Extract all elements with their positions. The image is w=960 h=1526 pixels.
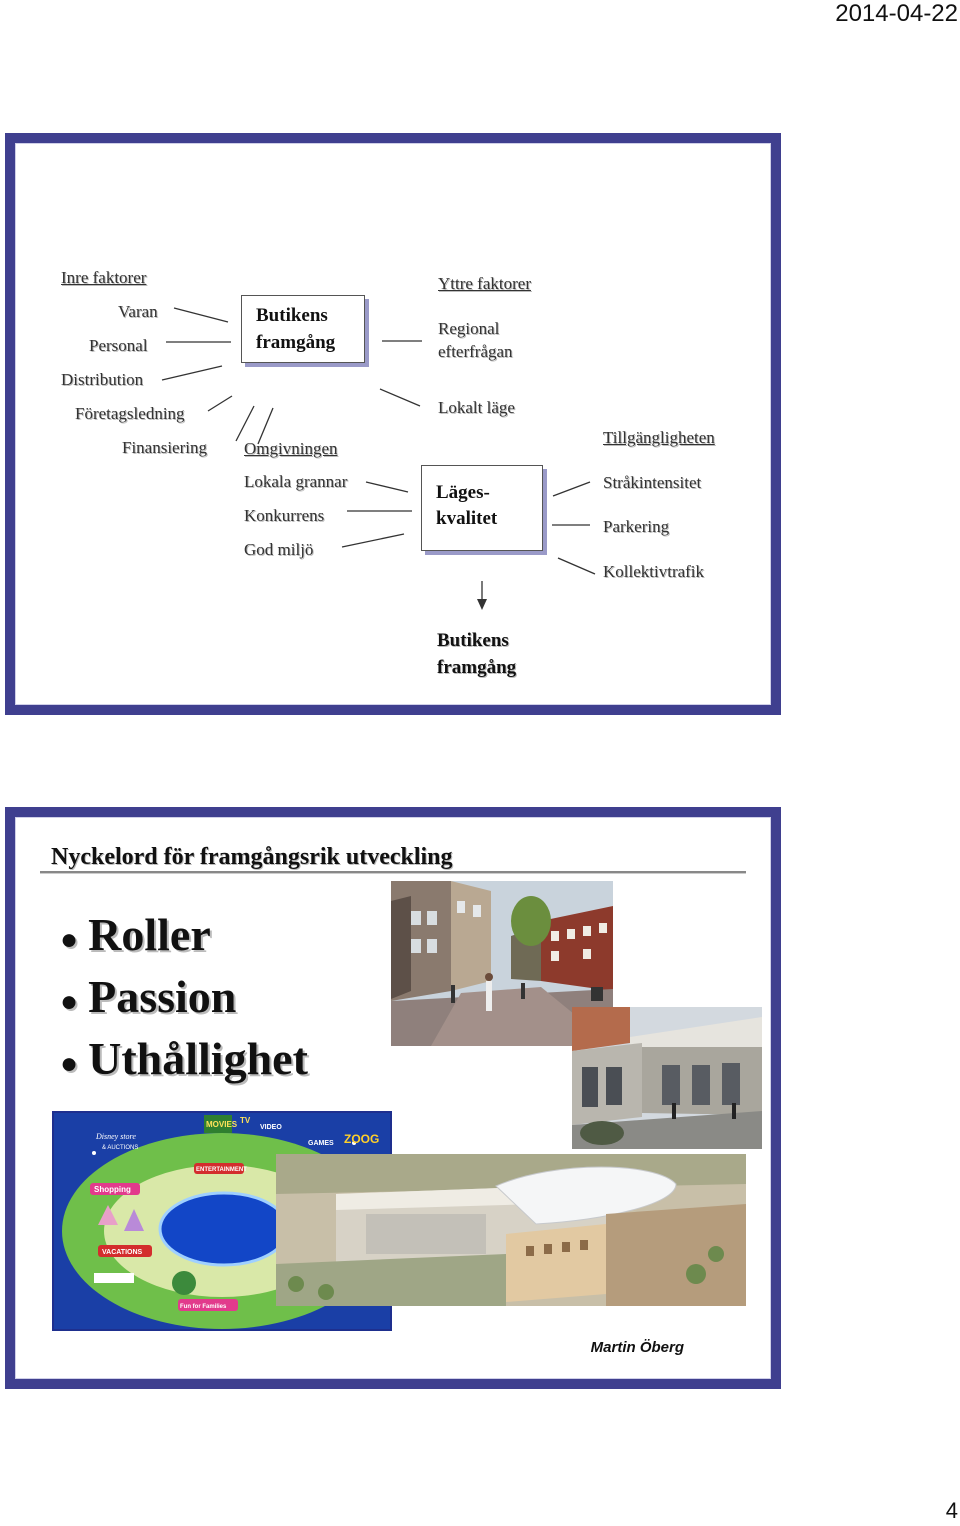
bullet-icon: ● <box>60 923 78 956</box>
map-label-entertainment: ENTERTAINMENT <box>196 1167 247 1173</box>
slide-keywords-canvas: Nyckelord för framgångsrik utveckling ● R… <box>15 817 771 1379</box>
author-name: Martin Öberg <box>591 1339 684 1356</box>
heading-rule <box>40 871 746 874</box>
lageskvalitet-line1: Läges- <box>436 480 528 506</box>
slide-heading: Nyckelord för framgångsrik utveckling <box>51 844 453 871</box>
map-label-tv: TV <box>240 1116 251 1125</box>
photo-aerial-mall-render <box>276 1154 746 1306</box>
mall-courtyard-image <box>572 1007 762 1149</box>
map-label-video: VIDEO <box>260 1124 282 1131</box>
map-label-auctions: & AUCTIONS <box>102 1145 138 1151</box>
line-kollektiv <box>558 558 595 574</box>
butikens-framgang-box: Butikens framgång <box>241 295 365 363</box>
line-grannar <box>366 482 408 492</box>
keyword-text: Roller <box>88 909 211 960</box>
inner-factor-foretagsledning: Företagsledning <box>75 404 185 424</box>
line-finansiering <box>236 406 254 441</box>
map-label-shopping: Shopping <box>94 1185 131 1194</box>
map-label-games: GAMES <box>308 1140 334 1147</box>
omgivning-god-miljo: God miljö <box>244 540 313 560</box>
outer-efterfragan: efterfrågan <box>438 342 513 362</box>
keyword-item: ● Uthållighet <box>60 1030 308 1092</box>
tillganglighet-kollektivtrafik: Kollektivtrafik <box>603 562 704 582</box>
line-lokalt <box>380 389 420 406</box>
map-label-disney: Disney store <box>95 1132 136 1141</box>
tillganglighet-strakintensitet: Stråkintensitet <box>603 473 701 493</box>
inner-factor-varan: Varan <box>118 302 158 322</box>
slide-factors: Inre faktorer Varan Personal Distributio… <box>5 133 781 715</box>
keyword-text: Uthållighet <box>88 1033 308 1084</box>
omgivning-lokala-grannar: Lokala grannar <box>244 472 347 492</box>
line-foretagsledning <box>208 396 232 411</box>
keyword-item: ● Roller <box>60 906 308 968</box>
keyword-text: Passion <box>88 971 236 1022</box>
tillganglighet-heading: Tillgängligheten <box>603 428 715 448</box>
lageskvalitet-box: Läges- kvalitet <box>421 465 543 551</box>
map-label-fun: Fun for Families <box>180 1304 227 1310</box>
map-label-zoog: ZOOG <box>344 1132 379 1146</box>
page-date: 2014-04-22 <box>835 0 958 28</box>
inner-factor-distribution: Distribution <box>61 370 143 390</box>
line-miljo <box>342 534 404 547</box>
lageskvalitet-line2: kvalitet <box>436 506 528 532</box>
inner-factor-finansiering: Finansiering <box>122 438 207 458</box>
line-distribution <box>162 366 222 380</box>
tillganglighet-parkering: Parkering <box>603 517 669 537</box>
map-label-movies: MOVIES <box>206 1120 238 1129</box>
bullet-icon: ● <box>60 1047 78 1080</box>
keyword-item: ● Passion <box>60 968 308 1030</box>
outer-regional: Regional <box>438 319 499 339</box>
slide-keywords: Nyckelord för framgångsrik utveckling ● R… <box>5 807 781 1389</box>
inner-factor-personal: Personal <box>89 336 148 356</box>
keyword-list: ● Roller ● Passion ● Uthållighet <box>60 906 308 1092</box>
map-label-vacations: VACATIONS <box>102 1249 143 1256</box>
outer-lokalt-lage: Lokalt läge <box>438 398 515 418</box>
connector-lines <box>16 144 772 706</box>
arrow-head <box>477 599 487 610</box>
line-varan <box>174 308 228 322</box>
box-line1: Butikens <box>256 302 350 329</box>
line-strak <box>553 482 590 496</box>
photo-mall-courtyard <box>572 1007 762 1149</box>
box-line2: framgång <box>256 329 350 356</box>
slide-factors-canvas: Inre faktorer Varan Personal Distributio… <box>15 143 771 705</box>
omgivningen-heading: Omgivningen <box>244 439 338 459</box>
aerial-mall-image <box>276 1154 746 1306</box>
result-line1: Butikens <box>437 627 516 654</box>
yttre-faktorer-heading: Yttre faktorer <box>438 274 531 294</box>
result-line2: framgång <box>437 654 516 681</box>
result-butikens-framgang: Butikens framgång <box>437 627 516 681</box>
inre-faktorer-heading: Inre faktorer <box>61 268 146 288</box>
omgivning-konkurrens: Konkurrens <box>244 506 324 526</box>
bullet-icon: ● <box>60 985 78 1018</box>
page-number: 4 <box>946 1498 958 1524</box>
